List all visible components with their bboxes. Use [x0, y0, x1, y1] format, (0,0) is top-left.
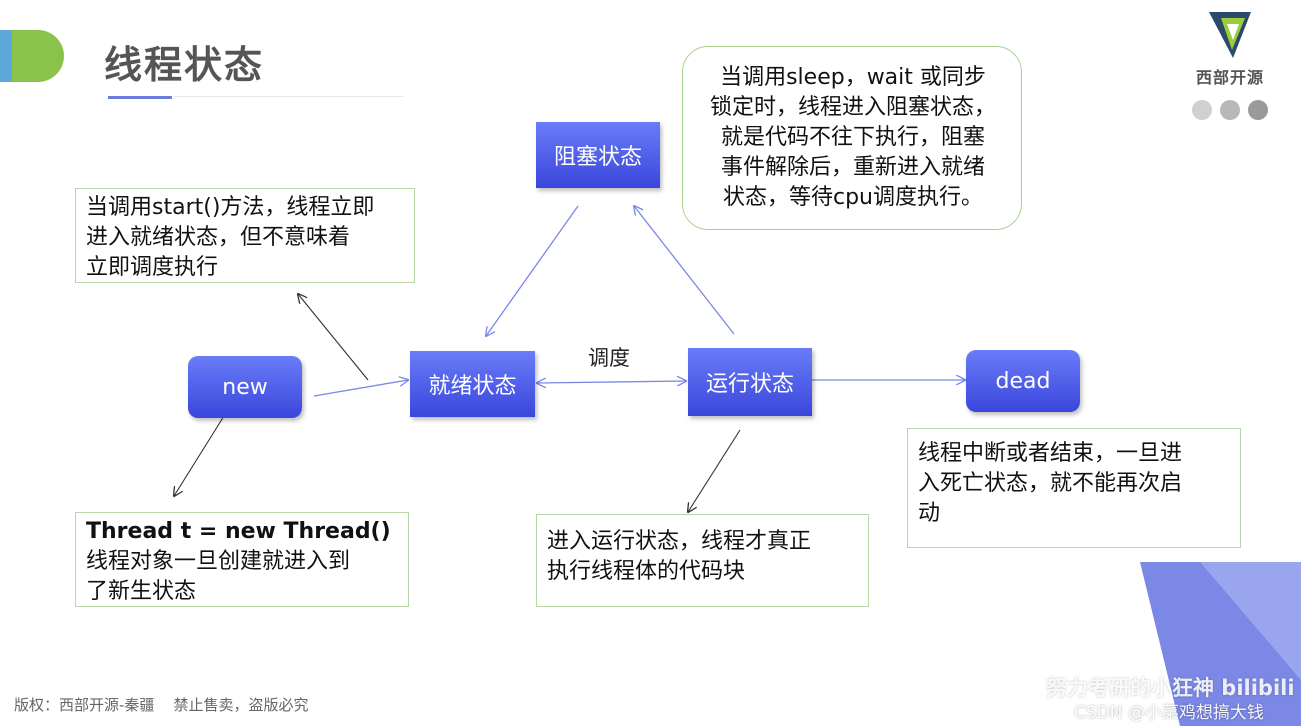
note-sleep-line-4: 事件解除后，重新进入就绪	[720, 155, 985, 180]
note-sleep-line-2: 锁定时，线程进入阻塞状态，	[709, 95, 996, 120]
note-sleep: 当调用sleep，wait 或同步 锁定时，线程进入阻塞状态， 就是代码不往下执…	[682, 46, 1022, 230]
footer-copyright: 版权：西部开源-秦疆 禁止售卖，盗版必究	[14, 696, 309, 714]
pointer-to-new-thread-note	[174, 415, 225, 496]
state-new: new	[188, 356, 302, 418]
note-start-line-3: 立即调度执行	[86, 255, 219, 280]
header-accent-bar	[0, 30, 12, 82]
note-sleep-line-3: 就是代码不往下执行，阻塞	[720, 125, 985, 150]
logo-mark-icon	[1209, 12, 1251, 58]
edge-label-schedule: 调度	[588, 346, 630, 370]
pointer-to-start-note	[298, 294, 369, 381]
note-running-line-2: 执行线程体的代码块	[547, 559, 746, 584]
logo: 西部开源	[1188, 10, 1272, 88]
note-new-thread-code: Thread t = new Thread()	[86, 519, 391, 544]
note-dead: 线程中断或者结束，一旦进 入死亡状态，就不能再次启 动	[907, 428, 1241, 548]
dot-1	[1192, 100, 1212, 120]
note-sleep-line-1: 当调用sleep，wait 或同步	[720, 65, 986, 90]
page-title: 线程状态	[104, 43, 265, 87]
note-start-line-2: 进入就绪状态，但不意味着	[86, 225, 351, 250]
arrow-new-to-ready	[313, 380, 408, 397]
pointer-to-running-note	[688, 429, 741, 512]
state-blocked: 阻塞状态	[536, 122, 660, 188]
corner-decoration	[1140, 562, 1301, 726]
note-new-thread-line-2: 线程对象一旦创建就进入到	[86, 549, 351, 574]
state-dead: dead	[966, 350, 1080, 412]
arrow-running-to-blocked	[634, 206, 735, 335]
note-dead-line-1: 线程中断或者结束，一旦进	[918, 441, 1183, 466]
watermark-bilibili: 努力考研的小狂神 bilibili	[1046, 676, 1295, 700]
note-dead-line-2: 入死亡状态，就不能再次启	[918, 471, 1183, 496]
state-running: 运行状态	[688, 348, 812, 416]
state-ready: 就绪状态	[410, 351, 535, 417]
header-divider	[174, 96, 404, 97]
arrow-blocked-to-ready	[486, 205, 579, 336]
note-start-line-1: 当调用start()方法，线程立即	[86, 195, 375, 220]
note-running-line-1: 进入运行状态，线程才真正	[547, 529, 812, 554]
arrow-ready-running	[537, 381, 686, 383]
header-accent-tab	[12, 30, 64, 82]
note-sleep-line-5: 状态，等待cpu调度执行。	[722, 185, 983, 210]
note-dead-line-3: 动	[918, 501, 941, 526]
note-new-thread: Thread t = new Thread() 线程对象一旦创建就进入到 了新生…	[75, 512, 409, 607]
title-underline	[108, 96, 172, 99]
watermark-csdn: CSDN @小菜鸡想搞大钱	[1074, 703, 1264, 723]
slide-dots	[1192, 100, 1268, 120]
dot-3	[1248, 100, 1268, 120]
note-running: 进入运行状态，线程才真正 执行线程体的代码块	[536, 514, 869, 607]
logo-text: 西部开源	[1195, 68, 1264, 87]
note-start: 当调用start()方法，线程立即 进入就绪状态，但不意味着 立即调度执行	[75, 188, 415, 283]
dot-2	[1220, 100, 1240, 120]
note-new-thread-line-3: 了新生状态	[86, 579, 197, 604]
